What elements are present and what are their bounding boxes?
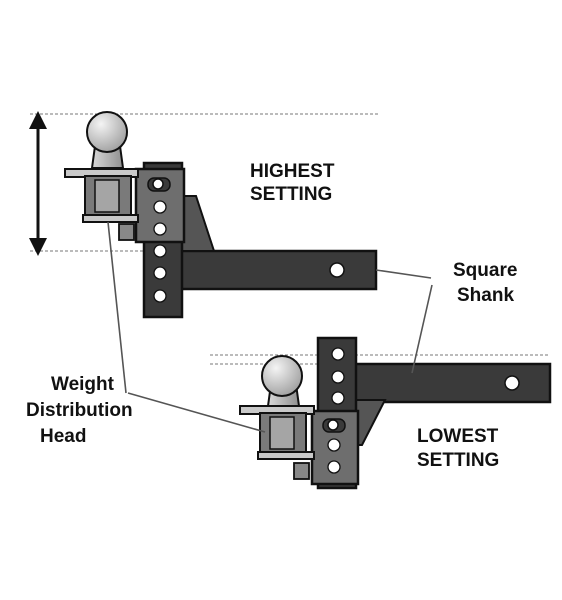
wd-head-low [239, 405, 315, 460]
highest-setting-label-line2: SETTING [250, 184, 332, 205]
wd-head-label-line3: Head [40, 426, 86, 447]
drop-hole-low-1 [331, 347, 345, 361]
side-bolt-low [293, 462, 310, 480]
wd-head-leader-low [127, 392, 266, 433]
wd-head-label-line2: Distribution [26, 400, 133, 421]
drop-hole-high-2 [153, 266, 167, 280]
wd-head-inner-low [269, 416, 295, 450]
square-shank-leader-high [375, 269, 432, 279]
plate-hole-high-1 [153, 200, 167, 214]
plate-hole-high-2 [153, 222, 167, 236]
highest-setting-assembly [29, 111, 378, 319]
lowest-setting-label-line2: SETTING [417, 450, 499, 471]
wd-head-inner-high [94, 179, 120, 213]
wd-head-leader-high [107, 221, 127, 394]
gusset-high [181, 195, 216, 252]
hitch-ball-low [261, 355, 303, 407]
drop-hole-low-2 [331, 370, 345, 384]
drop-hole-low-3 [331, 391, 345, 405]
wd-head-bottom-plate-high [82, 214, 139, 223]
plate-bolt-low [327, 419, 339, 431]
highest-setting-label-line1: HIGHEST [250, 161, 335, 182]
lowest-setting-label-line1: LOWEST [417, 426, 499, 447]
ball-low [261, 355, 303, 397]
square-shank-label-line2: Shank [457, 285, 514, 306]
drop-hole-high-3 [153, 289, 167, 303]
plate-hole-low-1 [327, 438, 341, 452]
lowest-setting-assembly [210, 336, 552, 490]
hitch-ball-high [86, 111, 128, 169]
drop-hole-high-1 [153, 244, 167, 258]
wd-head-high [64, 168, 139, 223]
plate-bolt-high [152, 178, 164, 190]
square-shank-leader-low [411, 284, 433, 374]
square-shank-low [353, 362, 552, 404]
plate-hole-low-2 [327, 460, 341, 474]
gusset-low [354, 399, 387, 446]
shank-pin-hole-low [504, 375, 520, 391]
wd-head-label-line1: Weight [51, 374, 115, 395]
square-shank-high [176, 249, 378, 291]
shank-pin-hole-high [329, 262, 345, 278]
square-shank-label-line1: Square [453, 260, 517, 281]
ball-high [86, 111, 128, 153]
wd-head-bottom-plate-low [257, 451, 315, 460]
leader-lines [107, 221, 433, 433]
side-bolt-high [118, 223, 135, 241]
